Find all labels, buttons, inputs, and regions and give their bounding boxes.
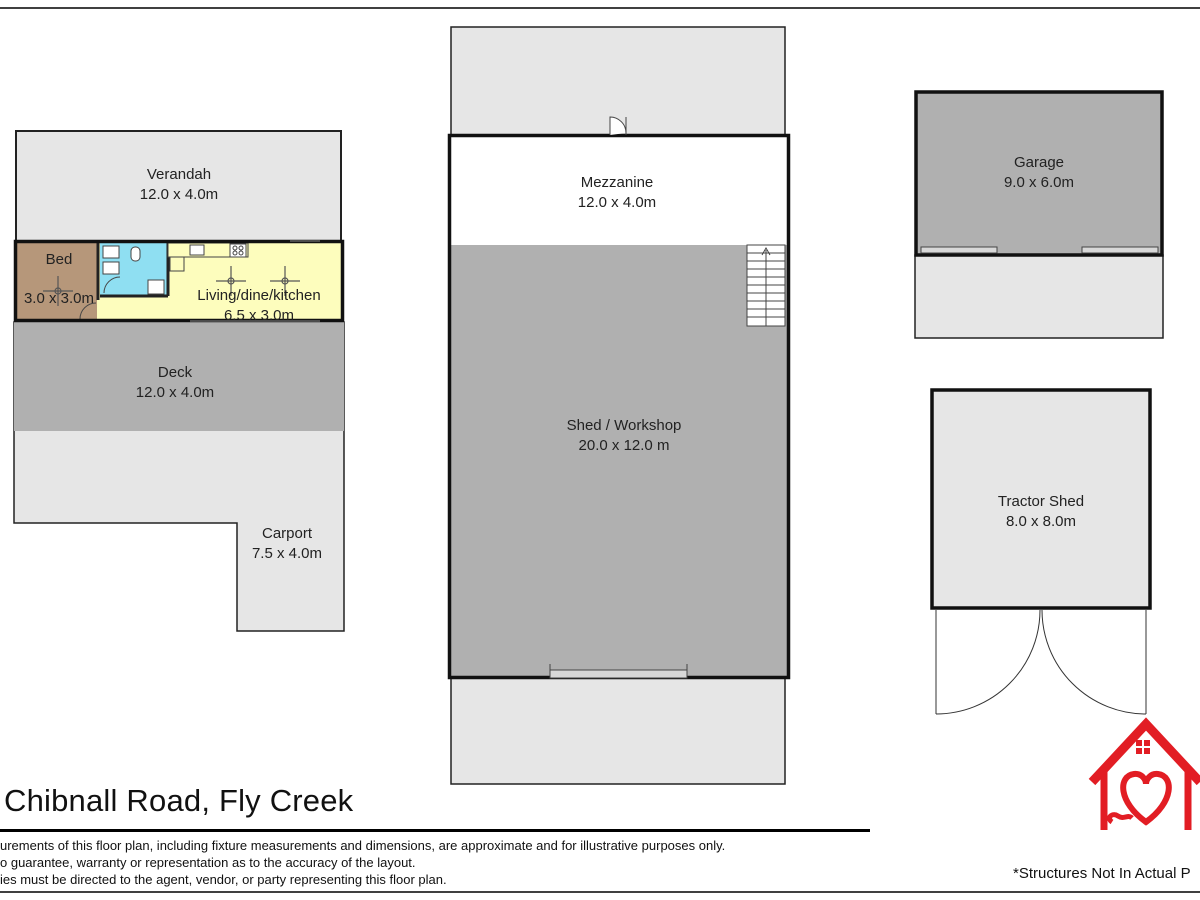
house-heart-icon xyxy=(1088,717,1200,830)
tractor-shed-name: Tractor Shed xyxy=(998,493,1084,510)
tractor-shed-size: 8.0 x 8.0m xyxy=(1006,513,1076,530)
mezzanine-area xyxy=(451,137,787,245)
garage-floor xyxy=(914,90,1164,257)
property-address: Chibnall Road, Fly Creek xyxy=(4,783,354,818)
sink-icon xyxy=(189,244,205,256)
disclaimer-line-3: ies must be directed to the agent, vendo… xyxy=(0,872,447,887)
shed-size: 20.0 x 12.0 m xyxy=(579,437,670,454)
deck-size: 12.0 x 4.0m xyxy=(136,384,214,401)
carport-size: 7.5 x 4.0m xyxy=(252,545,322,562)
ceiling-fan-icon xyxy=(43,276,73,306)
house-walls xyxy=(13,239,345,323)
disclaimer-line-1: urements of this floor plan, including f… xyxy=(0,838,726,853)
shed-plan: Mezzanine 12.0 x 4.0m Shed / Workshop 20… xyxy=(447,26,791,785)
verandah-area xyxy=(15,130,342,242)
garage-name: Garage xyxy=(1014,154,1064,171)
living-size: 6.5 x 3.0m xyxy=(224,307,294,324)
basin-icon xyxy=(102,245,120,259)
mezzanine-name: Mezzanine xyxy=(581,174,654,191)
bed-room xyxy=(17,243,97,319)
disclaimer-line-2: o guarantee, warranty or representation … xyxy=(0,855,416,870)
shed-bottom-apron xyxy=(450,675,786,785)
footer-divider xyxy=(0,829,870,832)
garage-plan: Garage 9.0 x 6.0m xyxy=(914,90,1164,339)
shower-icon xyxy=(147,279,165,295)
toilet-icon xyxy=(130,246,141,262)
deck-name: Deck xyxy=(158,364,193,381)
structures-note: *Structures Not In Actual P xyxy=(1013,865,1191,882)
garage-door-left xyxy=(920,246,998,254)
bed-size: 3.0 x 3.0m xyxy=(24,290,94,307)
ceiling-fan-icon xyxy=(216,266,246,296)
stove-icon xyxy=(229,243,247,258)
deck-area xyxy=(14,322,344,431)
verandah-size: 12.0 x 4.0m xyxy=(140,186,218,203)
living-name: Living/dine/kitchen xyxy=(197,287,320,304)
bed-name: Bed xyxy=(46,251,73,268)
tractor-shed-floor xyxy=(930,388,1152,610)
tractor-shed-plan: Tractor Shed 8.0 x 8.0m xyxy=(930,388,1152,715)
mezzanine-size: 12.0 x 4.0m xyxy=(578,194,656,211)
carport-name: Carport xyxy=(262,525,313,542)
house-plan: Verandah 12.0 x 4.0m Bed 3.0 x 3.0m Livi… xyxy=(13,130,345,632)
roller-door xyxy=(549,669,688,679)
ceiling-fan-icon xyxy=(270,266,300,296)
garage-door-right xyxy=(1081,246,1159,254)
shed-floor xyxy=(451,245,787,676)
double-door-icon xyxy=(935,609,1147,715)
stairs-icon xyxy=(746,244,786,327)
garage-apron xyxy=(914,254,1164,339)
verandah-name: Verandah xyxy=(147,166,211,183)
garage-size: 9.0 x 6.0m xyxy=(1004,174,1074,191)
shed-name: Shed / Workshop xyxy=(567,417,682,434)
